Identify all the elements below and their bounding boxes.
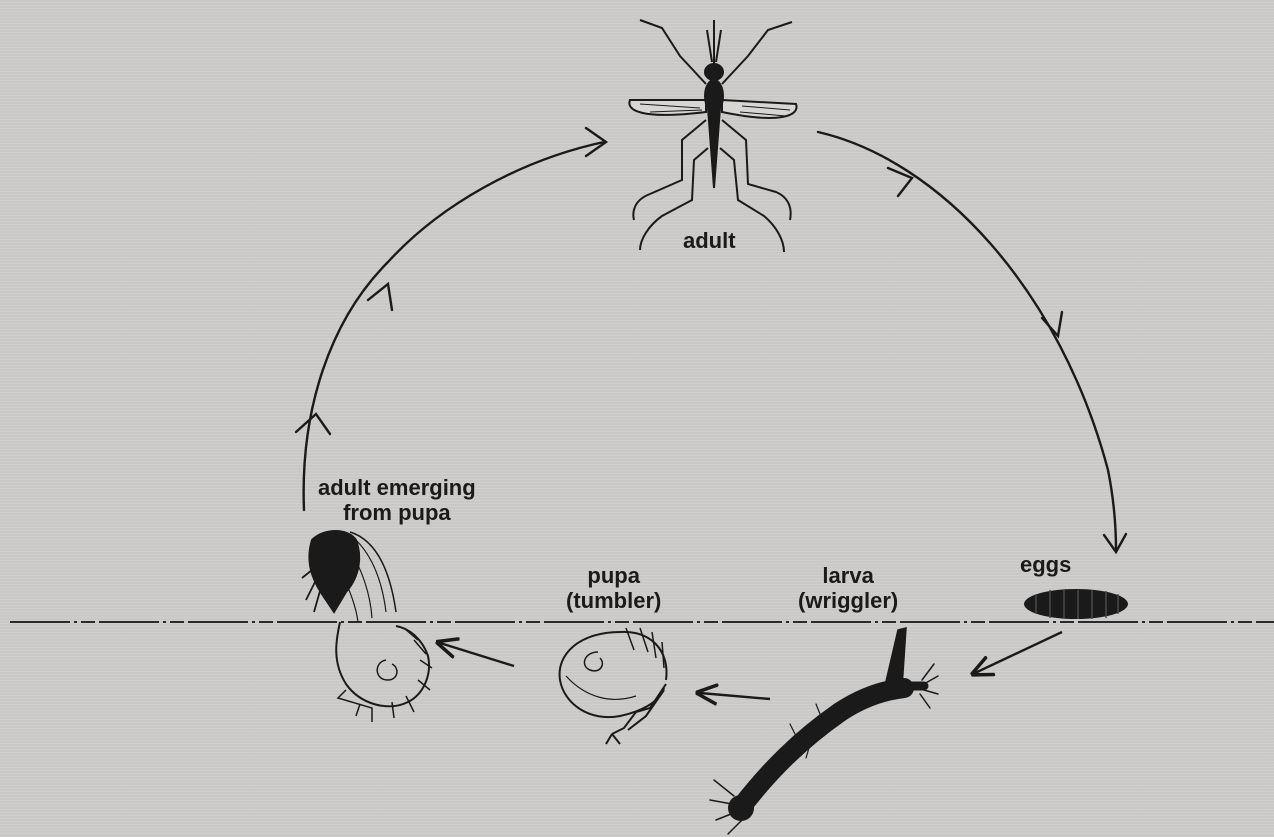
arrow-pupa-to-emerging	[440, 643, 514, 666]
label-larva-line-2: (wriggler)	[798, 588, 898, 613]
adult-mosquito-illustration	[629, 20, 796, 252]
label-larva-line-1: larva	[798, 563, 898, 588]
label-emerging: adult emerging from pupa	[318, 475, 476, 525]
label-emerging-line-1: adult emerging	[318, 475, 476, 500]
eggs-raft-illustration	[1024, 589, 1128, 619]
cycle-arrow-adult-to-eggs	[818, 132, 1126, 552]
larva-illustration	[710, 628, 938, 834]
label-pupa-line-1: pupa	[566, 563, 661, 588]
label-adult: adult	[683, 228, 736, 253]
label-larva: larva (wriggler)	[798, 563, 898, 613]
arrow-larva-to-pupa	[700, 693, 770, 699]
label-pupa: pupa (tumbler)	[566, 563, 661, 613]
label-pupa-line-2: (tumbler)	[566, 588, 661, 613]
label-eggs: eggs	[1020, 552, 1071, 577]
cycle-arrow-emerging-to-adult	[296, 128, 606, 510]
arrow-eggs-to-larva	[975, 632, 1062, 673]
pupa-illustration	[560, 628, 667, 744]
emerging-adult-illustration	[302, 531, 432, 722]
label-emerging-line-2: from pupa	[318, 500, 476, 525]
